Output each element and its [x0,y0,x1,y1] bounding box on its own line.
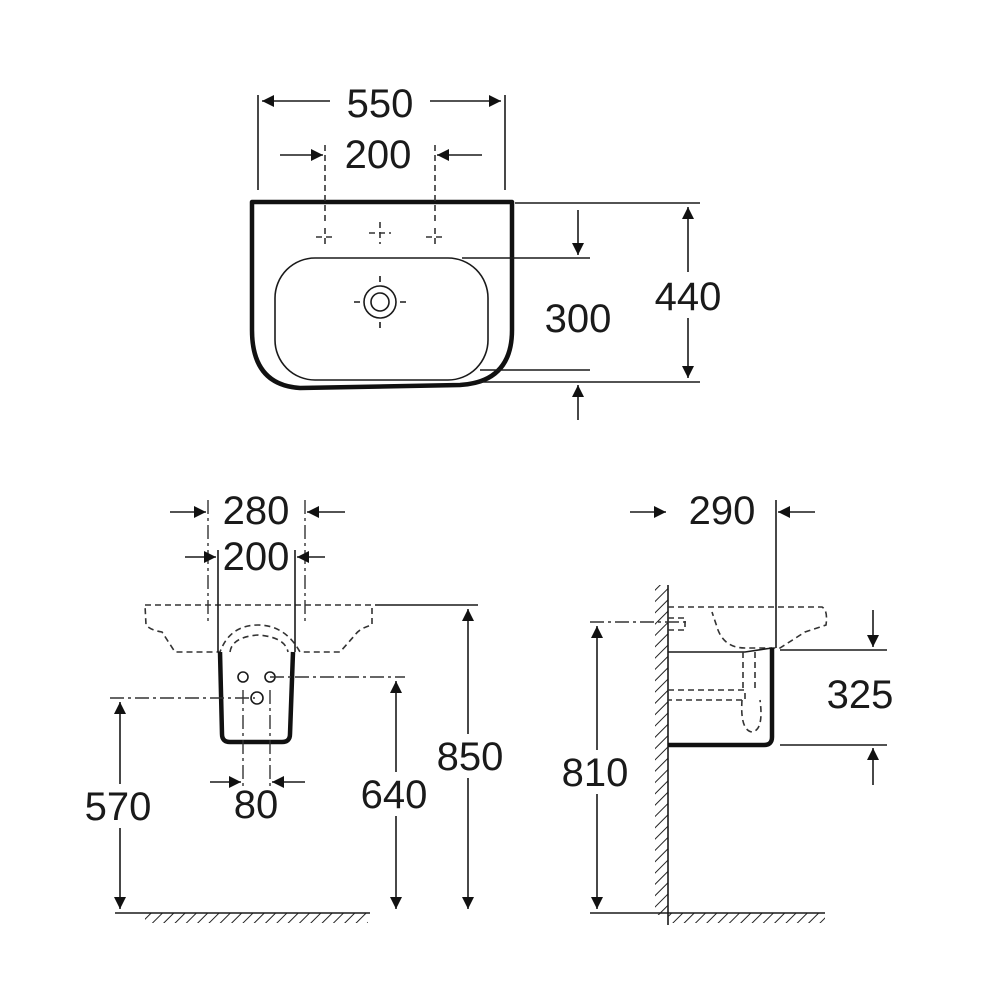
dim-550: 550 [347,82,414,126]
dim-570: 570 [85,785,152,829]
dim-80: 80 [234,783,279,827]
dim-200-top: 200 [345,133,412,177]
dim-640: 640 [361,773,428,817]
dim-810: 810 [562,751,629,795]
dim-440: 440 [655,275,722,319]
pedestal-side-outline [668,648,775,748]
basin-side-outline [668,606,828,649]
dim-290: 290 [689,489,756,533]
dim-850: 850 [437,735,504,779]
basin-front-outline [144,604,373,653]
floor-hatch [145,913,368,923]
basin-outline [249,199,515,391]
dim-325: 325 [827,673,894,717]
floor-hatch-side [668,913,825,923]
drain-icon [354,276,406,328]
side-view: 290 810 325 [559,489,893,925]
dim-300: 300 [545,297,612,341]
wall-hatch [655,585,668,915]
front-view: 280 200 80 570 640 850 [82,489,508,923]
dim-280: 280 [223,489,290,533]
dim-200-front: 200 [223,535,290,579]
tap-holes [316,222,444,246]
pedestal-outline [217,651,296,745]
bowl-outline [274,257,489,381]
top-view: 550 200 440 300 [249,82,731,420]
